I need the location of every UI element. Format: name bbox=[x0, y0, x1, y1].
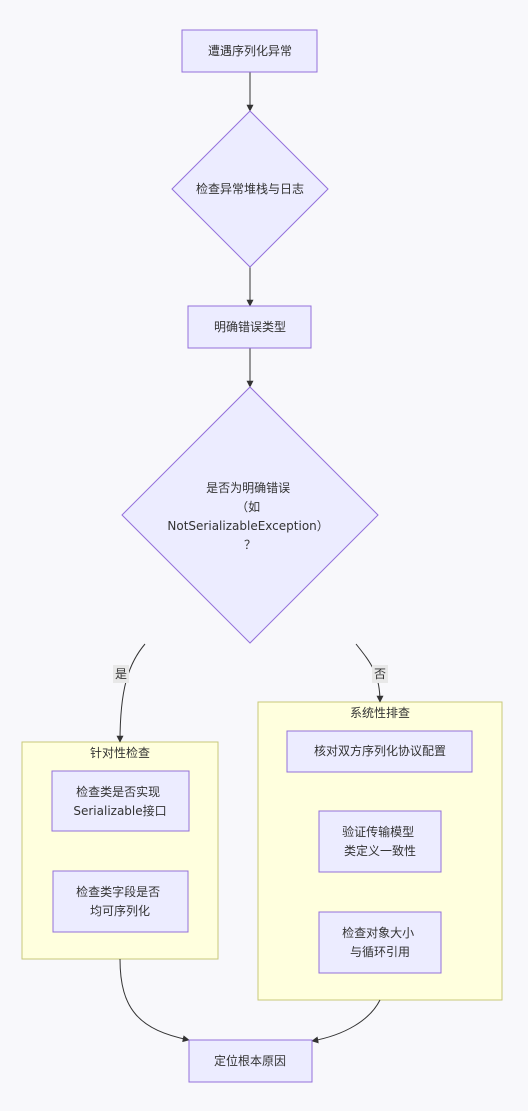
edge-label-no: 否 bbox=[372, 665, 388, 683]
node-field-check-line-2: 均可序列化 bbox=[90, 903, 150, 918]
node-root-cause: 定位根本原因 bbox=[188, 1039, 313, 1083]
node-model-check-line-1: 验证传输模型 bbox=[342, 824, 414, 839]
node-protocol-check: 核对双方序列化协议配置 bbox=[286, 730, 473, 773]
node-root-cause-label: 定位根本原因 bbox=[214, 1053, 286, 1068]
node-decision: 是否为明确错误 （如 NotSerializableException） ？ bbox=[121, 386, 379, 644]
node-impl-check: 检查类是否实现 Serializable接口 bbox=[51, 770, 190, 832]
node-identify-error-label: 明确错误类型 bbox=[214, 320, 286, 334]
node-model-check-line-2: 类定义一致性 bbox=[344, 843, 416, 858]
node-size-check-label: 检查对象大小 与循环引用 bbox=[342, 925, 418, 959]
node-decision-line-4: ？ bbox=[244, 538, 256, 552]
node-impl-check-line-1: 检查类是否实现 bbox=[76, 784, 160, 799]
cluster-systematic-title: 系统性排查 bbox=[350, 706, 410, 720]
edge-decision-yes bbox=[116, 643, 146, 743]
node-size-check-line-1: 检查对象大小 bbox=[342, 925, 414, 940]
node-field-check-line-1: 检查类字段是否 bbox=[76, 884, 160, 899]
node-decision-label: 是否为明确错误 （如 NotSerializableException） ？ bbox=[167, 481, 332, 552]
node-identify-error: 明确错误类型 bbox=[187, 305, 312, 349]
node-size-check: 检查对象大小 与循环引用 bbox=[318, 911, 442, 974]
node-decision-line-1: 是否为明确错误 bbox=[206, 481, 290, 495]
node-impl-check-line-2: Serializable接口 bbox=[73, 803, 166, 818]
node-protocol-check-label: 核对双方序列化协议配置 bbox=[314, 743, 446, 758]
node-model-check: 验证传输模型 类定义一致性 bbox=[318, 810, 442, 873]
node-decision-line-2: （如 bbox=[236, 499, 260, 514]
node-field-check-label: 检查类字段是否 均可序列化 bbox=[76, 884, 164, 918]
node-impl-check-label: 检查类是否实现 Serializable接口 bbox=[73, 784, 166, 818]
edge-label-yes-text: 是 bbox=[115, 667, 127, 681]
edge-label-no-text: 否 bbox=[374, 667, 386, 681]
node-model-check-label: 验证传输模型 类定义一致性 bbox=[342, 824, 418, 858]
node-field-check: 检查类字段是否 均可序列化 bbox=[52, 870, 189, 933]
node-start: 遭遇序列化异常 bbox=[181, 29, 318, 73]
node-start-label: 遭遇序列化异常 bbox=[208, 43, 292, 58]
node-decision-line-3: NotSerializableException） bbox=[167, 519, 328, 533]
edge-targeted-to-root bbox=[119, 958, 190, 1043]
cluster-targeted-title: 针对性检查 bbox=[90, 745, 150, 760]
edge-systematic-to-root bbox=[311, 999, 381, 1044]
node-check-logs: 检查异常堆栈与日志 bbox=[171, 110, 329, 268]
node-check-logs-label: 检查异常堆栈与日志 bbox=[196, 181, 304, 196]
edge-label-yes: 是 bbox=[113, 665, 129, 683]
node-size-check-line-2: 与循环引用 bbox=[350, 945, 410, 959]
